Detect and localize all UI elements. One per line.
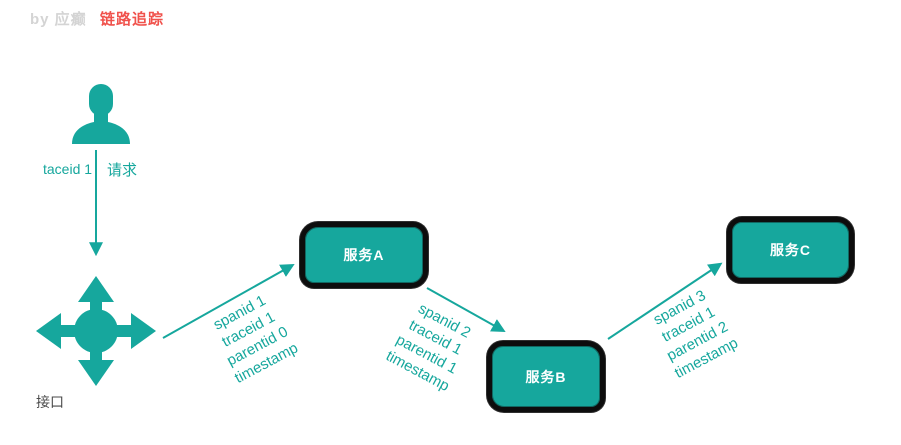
service-c-box: 服务C <box>727 217 854 283</box>
service-a-label: 服务A <box>343 247 385 263</box>
page-title: 链路追踪 <box>100 11 165 28</box>
byline: by 应癫 <box>30 11 87 28</box>
arrow-service-b-to-service-c <box>607 262 723 340</box>
request-label: 请求 <box>107 162 138 179</box>
trace-id-label: taceid 1 <box>43 161 93 177</box>
move-arrows-icon <box>36 276 156 386</box>
service-b-box: 服务B <box>487 341 605 412</box>
arrow-service-a-to-service-b <box>426 287 506 333</box>
arrow-interface-to-service-a <box>162 263 295 339</box>
user-icon <box>72 84 130 144</box>
service-c-label: 服务C <box>769 242 812 258</box>
interface-label: 接口 <box>36 394 64 410</box>
service-b-label: 服务B <box>525 368 567 385</box>
service-a-box: 服务A <box>300 222 428 288</box>
